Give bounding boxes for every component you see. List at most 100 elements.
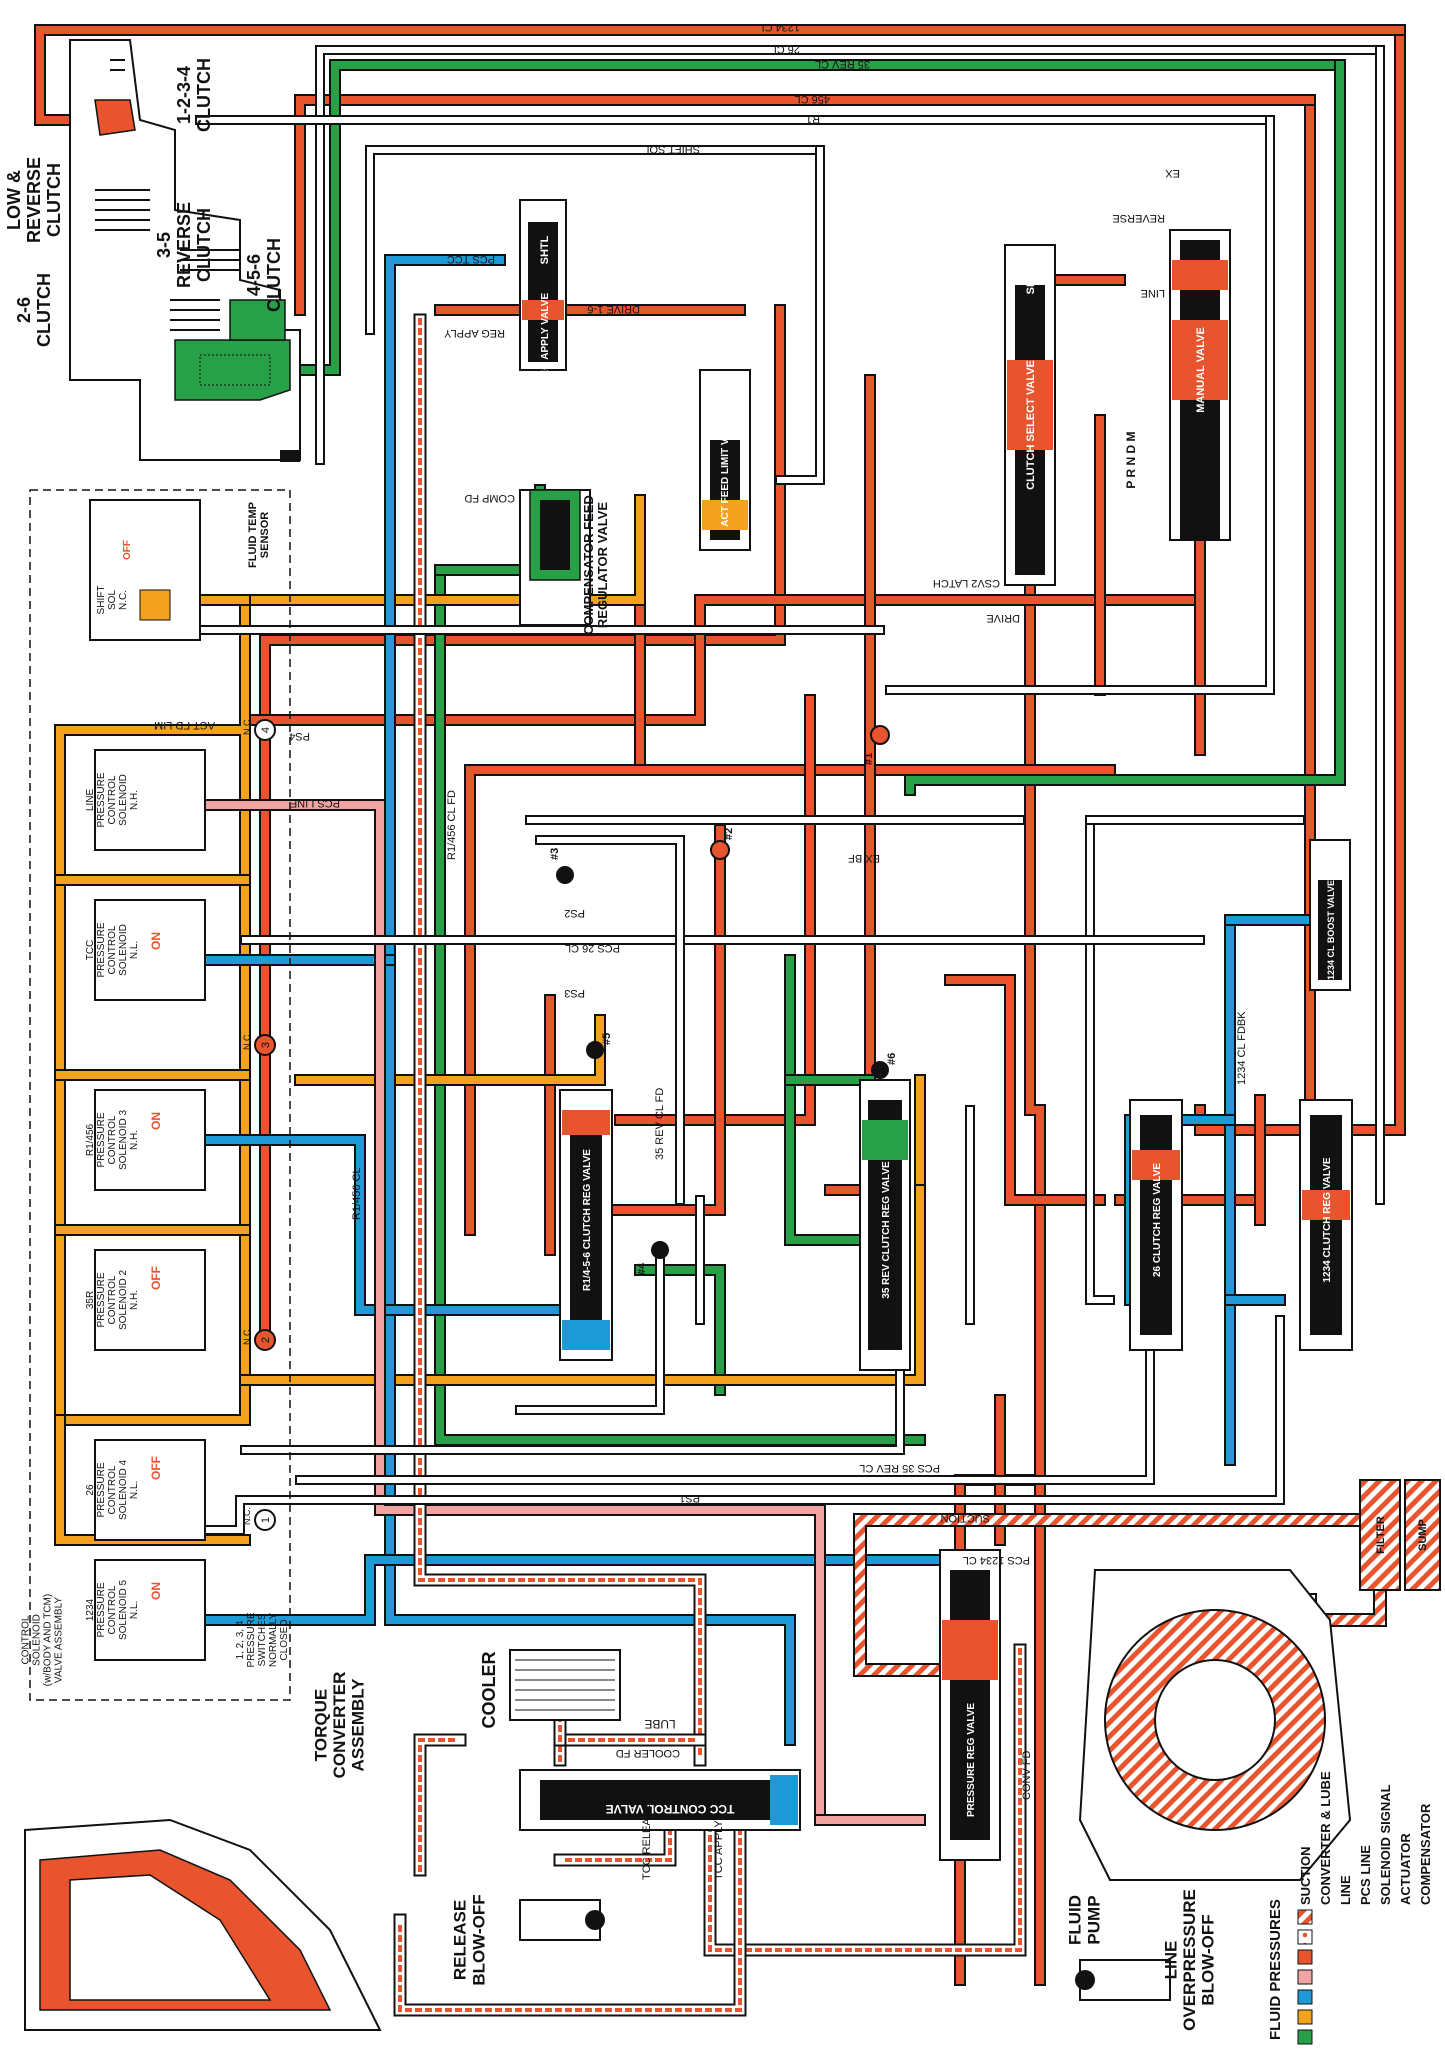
passage-actfd: ACT FD LIM xyxy=(154,719,215,731)
passage-ex: EX xyxy=(1165,167,1180,179)
passage-ps3: PS3 xyxy=(564,987,585,999)
label-line-overpressure: LINEOVERPRESSUREBLOW-OFF xyxy=(1161,1889,1217,2031)
state-solenoid-shift: OFF xyxy=(122,540,133,560)
passage-456cl: 456 CL xyxy=(795,93,830,105)
ball-5: #5 xyxy=(601,1033,613,1045)
passage-ps4: PS4 xyxy=(289,730,310,742)
state-solenoid-4: OFF xyxy=(149,1456,163,1480)
label-solenoid-4: 26PRESSURECONTROLSOLENOID 4N.L. xyxy=(85,1460,140,1520)
passage-35revcl: 35 REV CL xyxy=(815,58,870,70)
label-clutch-1234: 1-2-3-4CLUTCH xyxy=(174,58,214,132)
passage-35fd: 35 REV CL FD xyxy=(654,1088,666,1160)
label-valve-26: 26 CLUTCH REG VALVE xyxy=(1152,1163,1163,1277)
label-clutch-456: 4-5-6CLUTCH xyxy=(244,238,284,312)
legend-title: FLUID PRESSURES xyxy=(1267,1899,1284,2040)
passage-drive16: DRIVE 1-6 xyxy=(587,303,640,315)
legend-compensator: COMPENSATOR xyxy=(1418,1803,1433,1905)
passage-pcs1234: PCS 1234 CL xyxy=(963,1554,1030,1566)
label-lube: LUBE xyxy=(644,1717,675,1731)
passage-reverse: REVERSE xyxy=(1112,212,1165,224)
passage-r456fd: R1/456 CL FD xyxy=(446,790,458,860)
passage-fdbk: 1234 CL FDBK xyxy=(1236,1011,1248,1085)
ball-3: #3 xyxy=(549,848,561,860)
label-valve-actfd: ACT FEED LIMIT VALVE xyxy=(720,413,731,527)
switch-4: 4 xyxy=(260,727,272,733)
label-clutch-26: 2-6CLUTCH xyxy=(14,273,54,347)
passage-26cl: 26 CL xyxy=(771,43,800,55)
label-solenoid-shift: SHIFTSOLN.C. xyxy=(96,586,129,615)
label-filter: FILTER xyxy=(1375,1516,1387,1554)
pcs-line-circuit xyxy=(184,799,926,1826)
label-release-blowoff: RELEASEBLOW-OFF xyxy=(451,1894,489,1985)
label-torque-converter: TORQUECONVERTERASSEMBLY xyxy=(311,1672,367,1779)
label-fluid-pump: FLUIDPUMP xyxy=(1066,1895,1104,1945)
state-solenoid-5: ON xyxy=(149,1582,163,1600)
label-valve-r1456: R1/4-5-6 CLUTCH REG VALVE xyxy=(582,1149,593,1291)
label-solenoid-3: R1/456PRESSURECONTROLSOLENOID 3N.H. xyxy=(85,1110,140,1170)
state-solenoid-3: ON xyxy=(149,1112,163,1130)
label-pressure-switch-note: 1, 2, 3, 4PRESSURESWITCHESNORMALLYCLOSED xyxy=(235,1612,290,1667)
label-valve-1234: 1234 CLUTCH REG VALVE xyxy=(1322,1157,1333,1283)
label-valve-preg: PRESSURE REG VALVE xyxy=(966,1703,977,1817)
switch-3: 3 xyxy=(260,1042,272,1048)
label-valve-shtl-2: SHTL xyxy=(1025,265,1037,294)
label-manual-positions: P R N D M xyxy=(1124,431,1138,488)
ball-1: #1 xyxy=(863,753,875,765)
ball-6: #6 xyxy=(886,1053,898,1065)
label-solenoid-2: 35RPRESSURECONTROLSOLENOID 2N.H. xyxy=(85,1270,140,1330)
passage-exbf: EX BF xyxy=(848,852,880,864)
label-valve-shtl: SHTL xyxy=(539,235,551,264)
label-valve-comp: COMPENSATOR FEEDREGULATOR VALVE xyxy=(581,495,610,635)
passage-convfd: CONV FD xyxy=(1021,1750,1033,1800)
passage-tccrelease: TCC RELEASE xyxy=(641,1804,653,1880)
legend-suction: SUCTION xyxy=(1298,1847,1313,1906)
state-solenoid-2: OFF xyxy=(149,1266,163,1290)
legend-converter: CONVERTER & LUBE xyxy=(1318,1771,1333,1905)
passage-tccapply: TCC APPLY xyxy=(713,1820,725,1880)
legend-signal: SOLENOID SIGNAL xyxy=(1378,1784,1393,1905)
label-nc-2: N.C. xyxy=(242,1327,252,1345)
passage-r456: R1/456 CL xyxy=(351,1167,363,1220)
passage-line: LINE xyxy=(1141,287,1165,299)
label-nc-4: N.C. xyxy=(242,717,252,735)
pressure-switches xyxy=(254,719,276,1531)
label-solenoid-line: LINEPRESSURECONTROLSOLENOIDN.H. xyxy=(85,772,140,827)
switch-1: 1 xyxy=(260,1517,272,1523)
passage-shiftsol: SHIFT SOL xyxy=(643,143,700,155)
legend-pcsline: PCS LINE xyxy=(1358,1845,1373,1905)
passage-1234cl: 1234 CL xyxy=(758,21,800,33)
solenoid-bodies xyxy=(94,749,206,1661)
passage-csv2: CSV2 LATCH xyxy=(933,577,1000,589)
valve-bodies xyxy=(24,199,1441,2031)
passage-regapply: REG APPLY xyxy=(443,327,505,339)
label-clutch-lowrev: LOW &REVERSECLUTCH xyxy=(4,157,64,243)
label-valve-boost: 1234 CL BOOST VALVE xyxy=(1326,880,1336,980)
check-balls xyxy=(556,725,890,1259)
label-sump: SUMP xyxy=(1417,1519,1429,1551)
label-valve-tcc: TCC CONTROL VALVE xyxy=(606,1802,735,1816)
passage-pcsline: PCS LINE xyxy=(290,797,340,809)
ball-2: #2 xyxy=(723,828,735,840)
label-valve-tccreg: TCC REG APPLY VALVE xyxy=(540,293,551,408)
label-valve-manual: MANUAL VALVE xyxy=(1195,327,1207,413)
label-nc-3: N.C. xyxy=(242,1032,252,1050)
legend-swatches xyxy=(1297,1909,1313,2045)
passage-pcs26: PCS 26 CL xyxy=(565,942,620,954)
passage-drive: DRIVE xyxy=(986,612,1020,624)
label-cooler: COOLER xyxy=(479,1651,499,1728)
ball-4: #4 xyxy=(636,1262,648,1275)
label-solenoid-5: 1234PRESSURECONTROLSOLENOID 5N.L. xyxy=(85,1580,140,1640)
switch-2: 2 xyxy=(260,1337,272,1343)
passage-r1: R1 xyxy=(806,113,820,125)
passage-ps2: PS2 xyxy=(564,907,585,919)
clutch-assembly xyxy=(69,39,301,462)
passage-coolerfd: COOLER FD xyxy=(616,1747,680,1759)
passage-compfd: COMP FD xyxy=(464,492,515,504)
label-solenoid-box: CONTROLSOLENOID(w/BODY AND TCM)VALVE ASS… xyxy=(21,1594,65,1686)
passage-suction: SUCTION xyxy=(940,1512,990,1524)
legend-line: LINE xyxy=(1338,1875,1353,1905)
label-fluid-temp-sensor: FLUID TEMPSENSOR xyxy=(247,502,271,568)
label-nc-1: N.C. xyxy=(242,1507,252,1525)
